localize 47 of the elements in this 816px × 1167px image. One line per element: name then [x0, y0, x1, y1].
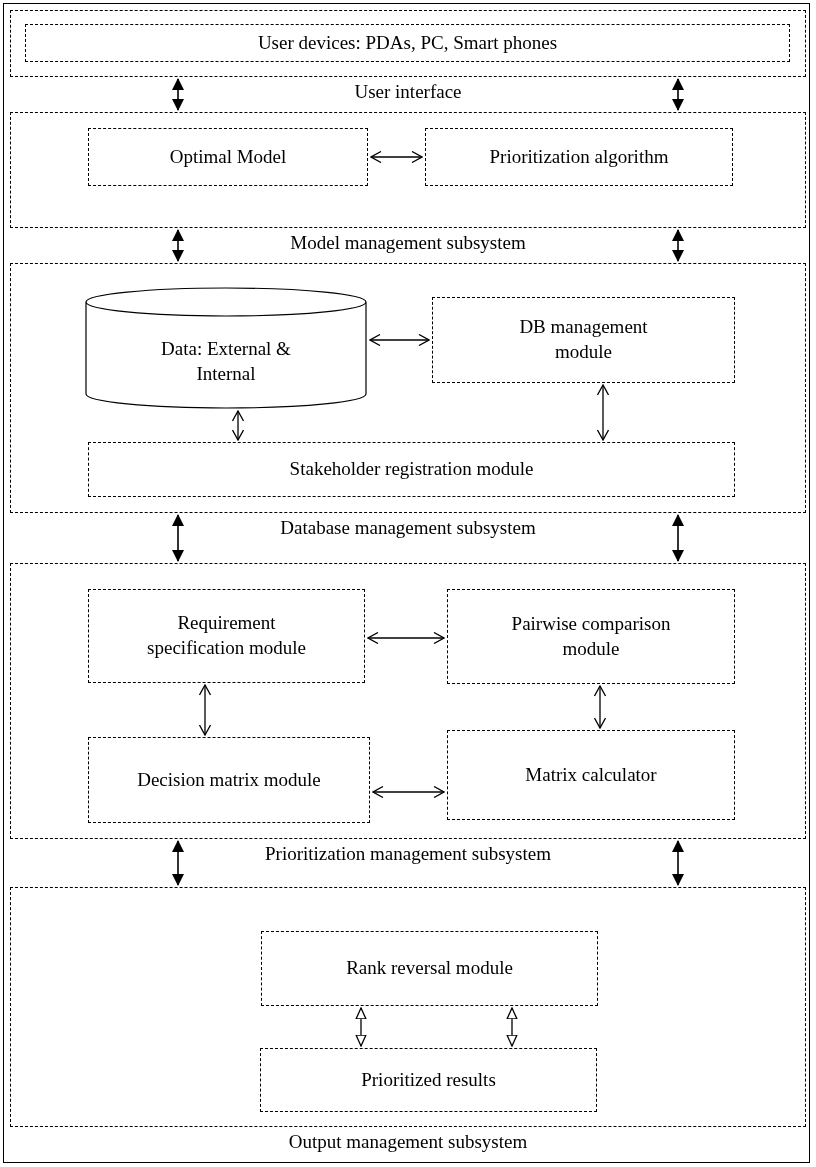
- double-arrow: [198, 684, 212, 736]
- double-arrow: [370, 150, 423, 164]
- double-arrow: [672, 78, 684, 111]
- module-box: [425, 128, 733, 186]
- subsystem-label: Database management subsystem: [279, 517, 537, 540]
- module-label: Decision matrix module: [136, 767, 322, 792]
- module-box: [447, 589, 735, 684]
- double-arrow: [172, 229, 184, 262]
- module-label: DB management module: [518, 315, 649, 364]
- double-arrow: [506, 1007, 518, 1047]
- double-arrow: [672, 229, 684, 262]
- module-box: [88, 737, 370, 823]
- module-label: Pairwise comparison module: [510, 611, 672, 661]
- subsystem-label: Model management subsystem: [289, 232, 527, 255]
- double-arrow: [672, 840, 684, 886]
- module-label: Rank reversal module: [345, 956, 514, 981]
- module-box: [261, 931, 598, 1006]
- double-arrow: [231, 410, 245, 441]
- double-arrow: [672, 514, 684, 562]
- subsystem-label: Output management subsystem: [287, 1131, 529, 1154]
- module-box: [88, 442, 735, 497]
- subsystem-label: User interface: [353, 81, 463, 104]
- module-label: User devices: PDAs, PC, Smart phones: [256, 30, 559, 55]
- module-label: Stakeholder registration module: [288, 457, 535, 482]
- double-arrow: [369, 333, 430, 347]
- subsystem-label: Prioritization management subsystem: [264, 843, 552, 866]
- double-arrow: [372, 785, 445, 799]
- double-arrow: [367, 631, 445, 645]
- double-arrow: [172, 514, 184, 562]
- double-arrow: [172, 78, 184, 111]
- module-label: Matrix calculator: [524, 762, 658, 787]
- module-label: Requirement specification module: [146, 611, 307, 660]
- module-label: Prioritization algorithm: [488, 144, 670, 169]
- module-box: [25, 24, 790, 62]
- module-box: [447, 730, 735, 820]
- module-label: Data: External & Internal: [160, 337, 292, 386]
- module-label: Optimal Model: [168, 144, 288, 169]
- module-box: [88, 589, 365, 683]
- module-box: [260, 1048, 597, 1112]
- double-arrow: [355, 1007, 367, 1047]
- double-arrow: [596, 384, 610, 441]
- module-box: [88, 128, 368, 186]
- module-box: [432, 297, 735, 383]
- database-cylinder: [85, 287, 367, 409]
- double-arrow: [172, 840, 184, 886]
- module-label: Prioritized results: [360, 1067, 497, 1092]
- double-arrow: [593, 685, 607, 729]
